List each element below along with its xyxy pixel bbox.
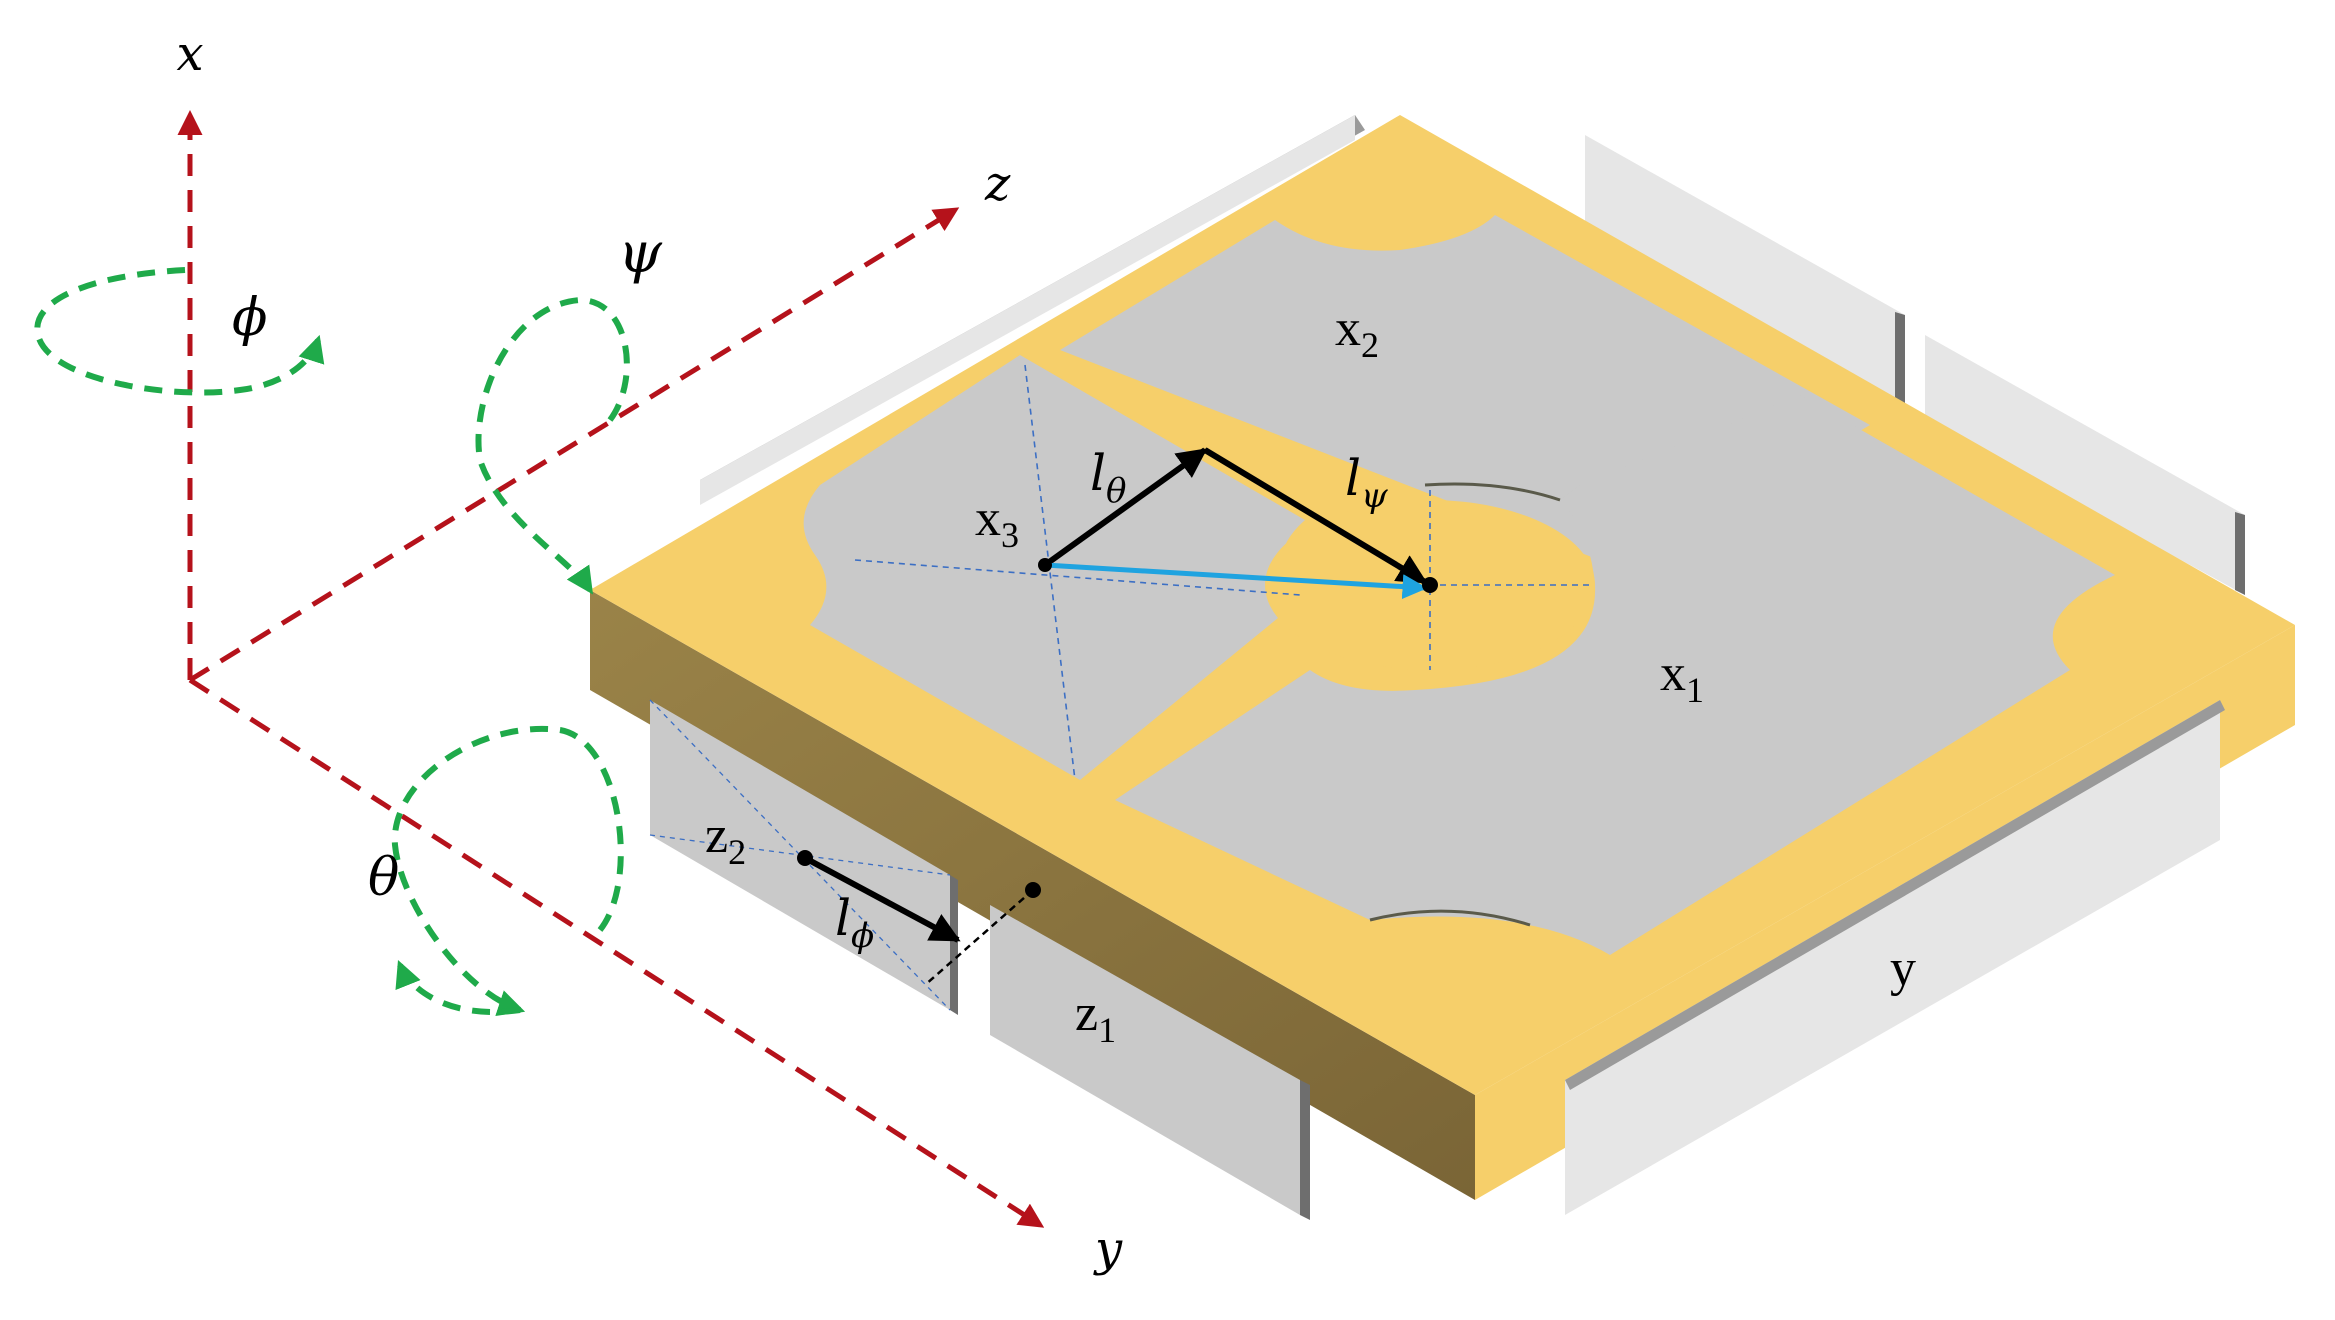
l-phi-vector [803,855,961,943]
theta-rotation-arrow-tip [395,959,521,1015]
resultant-vector [1044,562,1428,600]
y-axis-label: y [1093,1221,1123,1277]
l-theta-vector [1043,447,1208,568]
front-right-side-plate-y [1565,700,2225,1215]
l-phi-label: lϕ [835,889,874,956]
x3-label: x3 [975,490,1019,555]
l-psi-label: lψ [1345,449,1388,516]
z1-label: z1 [1075,985,1116,1050]
z2-label: z2 [705,807,746,872]
y-plate-label: y [1890,940,1916,997]
phi-rotation-arrow [34,267,325,396]
x-axis-label: x [176,26,203,82]
center-point [1422,577,1438,593]
back-right-side-plate-lower [1925,335,2245,595]
z2-point [797,850,813,866]
l-theta-label: lθ [1090,444,1126,511]
front-left-side-plate-z1 [990,905,1310,1220]
electrode-x1 [1115,395,2115,955]
x1-label: x1 [1660,645,1704,710]
theta-label: θ [368,848,399,908]
x2-label: x2 [1335,300,1379,365]
psi-rotation-arrow [475,296,630,595]
x3-center-point [1038,558,1052,572]
phi-label: ϕ [232,288,267,348]
theta-rotation-arrow-lower [391,725,624,1016]
l-psi-vector [1203,447,1428,585]
psi-label: ψ [618,221,663,286]
cutout-edge-center [1424,482,1561,502]
rotation-arrows [34,267,630,1016]
y-axis [188,677,1045,1228]
z-axis [188,207,960,683]
lever-vectors [797,447,1438,986]
coordinate-axes [177,110,1045,1228]
back-left-side-plate [700,115,1365,505]
z-axis-label: z [984,156,1011,212]
cutout-edge-bottom [1369,909,1531,927]
